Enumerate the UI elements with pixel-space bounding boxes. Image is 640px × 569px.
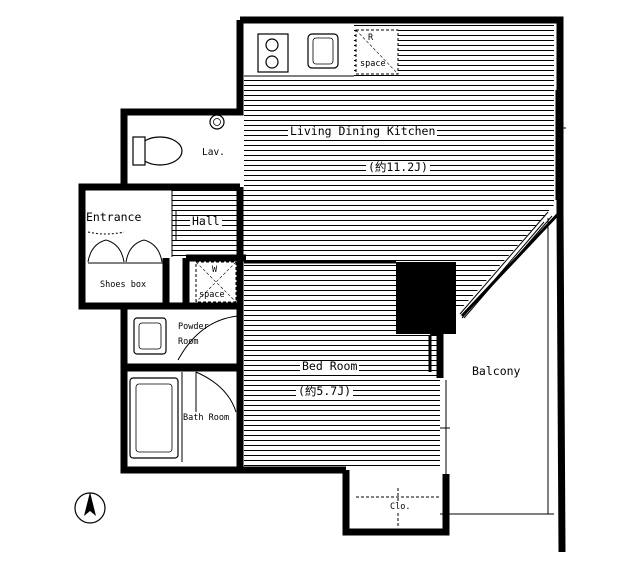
bedroom-label: Bed Room [300,359,360,373]
ldk-size: (約11.2J) [366,160,430,174]
lav-label: Lav. [202,147,225,158]
shoes-box-label: Shoes box [100,280,147,290]
entrance-doors [87,231,166,264]
sink-icon [307,33,339,69]
bathtub-icon [129,377,179,459]
washer-label-w: W [212,265,218,275]
ldk-label: Living Dining Kitchen [288,124,438,138]
closet-label: Clo. [388,502,413,512]
powder-label-1: Powder [178,322,209,332]
walls [78,16,566,553]
bath-room-label: Bath Room [183,413,230,423]
fridge-label-space: space [360,59,386,69]
north-arrow-icon [74,492,106,524]
entrance-label: Entrance [86,210,142,224]
structural-column [396,262,456,334]
toilet-icon [132,114,225,166]
balcony-label: Balcony [472,364,521,378]
washer-label-space: space [199,290,225,300]
powder-label-2: Room [178,337,199,347]
stove-icon [257,33,289,73]
bedroom-size: (約5.7J) [296,384,354,398]
hall-label: Hall [190,214,222,228]
washbasin-icon [133,317,167,355]
fridge-label-r: R [368,33,374,43]
